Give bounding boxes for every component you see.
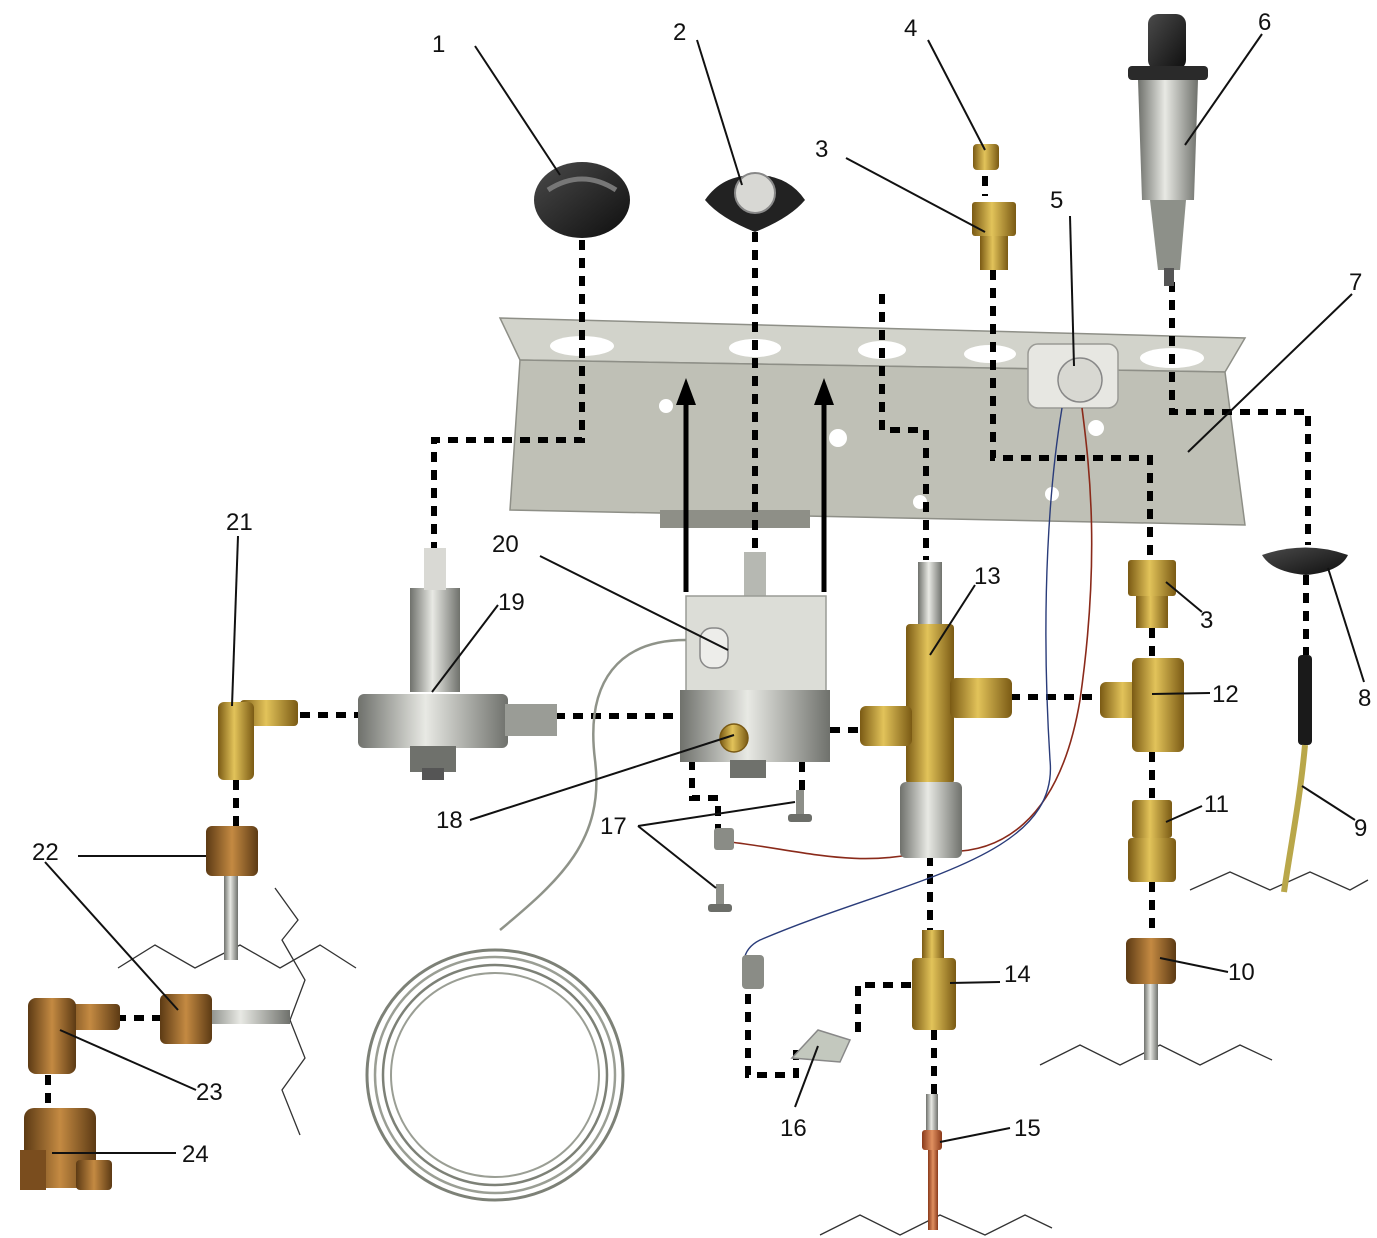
label-part-13: 13 (974, 563, 1001, 590)
mounting-bracket (498, 317, 1247, 528)
part-10-compression-nut-right (1126, 938, 1176, 1060)
part-4-small-nut (973, 144, 999, 170)
label-part-11: 11 (1204, 791, 1229, 818)
part-9-ignitor-cable (1281, 655, 1312, 893)
label-part-19: 19 (498, 589, 525, 616)
label-part-5: 5 (1050, 187, 1063, 214)
part-19-gas-valve (358, 548, 557, 780)
label-part-17: 17 (600, 813, 627, 840)
label-part-7: 7 (1349, 269, 1362, 296)
label-part-3-top: 3 (815, 136, 828, 163)
part-21-brass-elbow (218, 700, 298, 780)
label-part-9: 9 (1354, 815, 1367, 842)
part-12-brass-tee (1100, 658, 1184, 752)
label-part-22: 22 (32, 839, 59, 866)
label-part-16: 16 (780, 1115, 807, 1142)
label-part-18: 18 (436, 807, 463, 834)
label-part-6: 6 (1258, 9, 1271, 36)
part-20-thermostat (680, 552, 830, 778)
label-part-20: 20 (492, 531, 519, 558)
part-24-drop-ear-fitting (20, 1108, 112, 1190)
part-14-pilot-adapter (912, 930, 956, 1030)
label-part-12: 12 (1212, 681, 1239, 708)
label-part-21: 21 (226, 509, 253, 536)
part-23-bronze-elbow (28, 998, 120, 1074)
label-part-2: 2 (673, 19, 686, 46)
label-part-14: 14 (1004, 961, 1031, 988)
ground-lines (117, 871, 1369, 1236)
part-5-thermal-switch (1027, 343, 1119, 409)
label-part-3-right: 3 (1200, 607, 1213, 634)
label-part-4: 4 (904, 15, 917, 42)
part-17-screw-lower (708, 884, 732, 912)
part-11-union-fitting (1128, 800, 1176, 882)
part-22-compression-nut-upper (206, 826, 258, 960)
label-part-23: 23 (196, 1079, 223, 1106)
part-15-thermocouple (922, 1094, 942, 1230)
label-part-8: 8 (1358, 685, 1371, 712)
arrow-up-icon (814, 378, 834, 405)
mount-arrows (676, 378, 834, 592)
part-22-compression-nut-lower (160, 994, 290, 1044)
part-6-piezo-ignitor (1128, 14, 1208, 286)
capillary-tube-coil (365, 638, 687, 1202)
part-16-wire-connector (742, 955, 852, 1063)
label-part-24: 24 (182, 1141, 209, 1168)
label-part-10: 10 (1228, 959, 1255, 986)
part-1-control-knob (534, 162, 630, 238)
part-13-safety-valve (860, 562, 1012, 858)
part-3-brass-fitting-top (972, 202, 1016, 270)
leader-lines (44, 33, 1365, 1154)
part-3-brass-fitting-right (1128, 560, 1176, 628)
part-2-thermostat-knob (705, 172, 805, 232)
part-17-screw-upper (788, 790, 812, 822)
label-part-1: 1 (432, 31, 445, 58)
arrow-up-icon (676, 378, 696, 405)
label-part-15: 15 (1014, 1115, 1041, 1142)
part-labels: 1 2 3 4 5 6 7 3 8 9 10 11 12 13 14 15 16… (32, 9, 1371, 1168)
assembly-lines (45, 176, 1311, 1108)
part-8-grommet (1262, 547, 1348, 575)
